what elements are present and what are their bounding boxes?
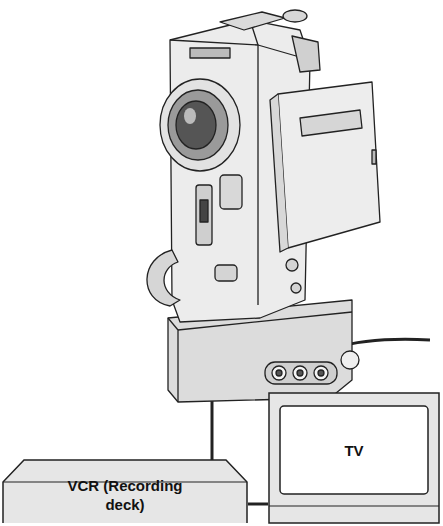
lens	[176, 101, 216, 149]
device-label: VCR (Recording deck)	[50, 476, 200, 514]
device-label: TV	[344, 441, 363, 460]
viewfinder	[292, 36, 320, 72]
hand-strap	[147, 250, 180, 306]
mode-dial	[283, 10, 307, 22]
lcd-monitor	[278, 82, 380, 248]
lens-barrel	[160, 79, 240, 171]
cable-connector	[248, 503, 268, 506]
tv-box: TV	[268, 392, 440, 524]
av-cable	[211, 398, 214, 460]
av-jack-panel	[265, 362, 337, 384]
vcr-box: VCR (Recording deck)	[2, 458, 248, 524]
